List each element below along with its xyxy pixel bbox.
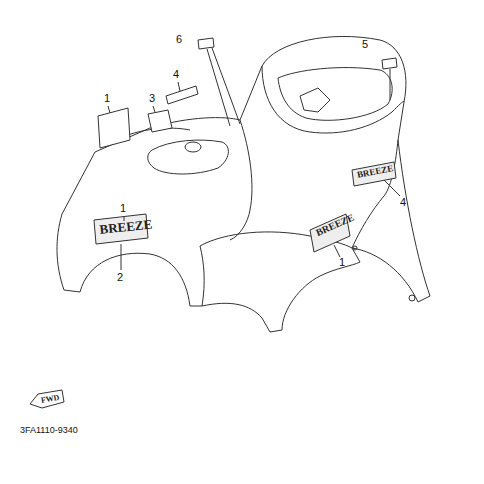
callout-number: 6 bbox=[176, 33, 182, 45]
fwd-icon-text: FWD bbox=[40, 392, 60, 407]
callout-number: 3 bbox=[149, 92, 155, 104]
callout-number: 1 bbox=[120, 202, 126, 214]
callout-number: 1 bbox=[339, 256, 345, 268]
callout-number: 5 bbox=[362, 38, 368, 50]
part-code: 3FA1110-9340 bbox=[20, 424, 78, 436]
callout-number: 4 bbox=[173, 68, 179, 80]
callout-number: 2 bbox=[117, 271, 123, 283]
callout-number: 1 bbox=[104, 92, 110, 104]
callout-number: 4 bbox=[400, 196, 406, 208]
